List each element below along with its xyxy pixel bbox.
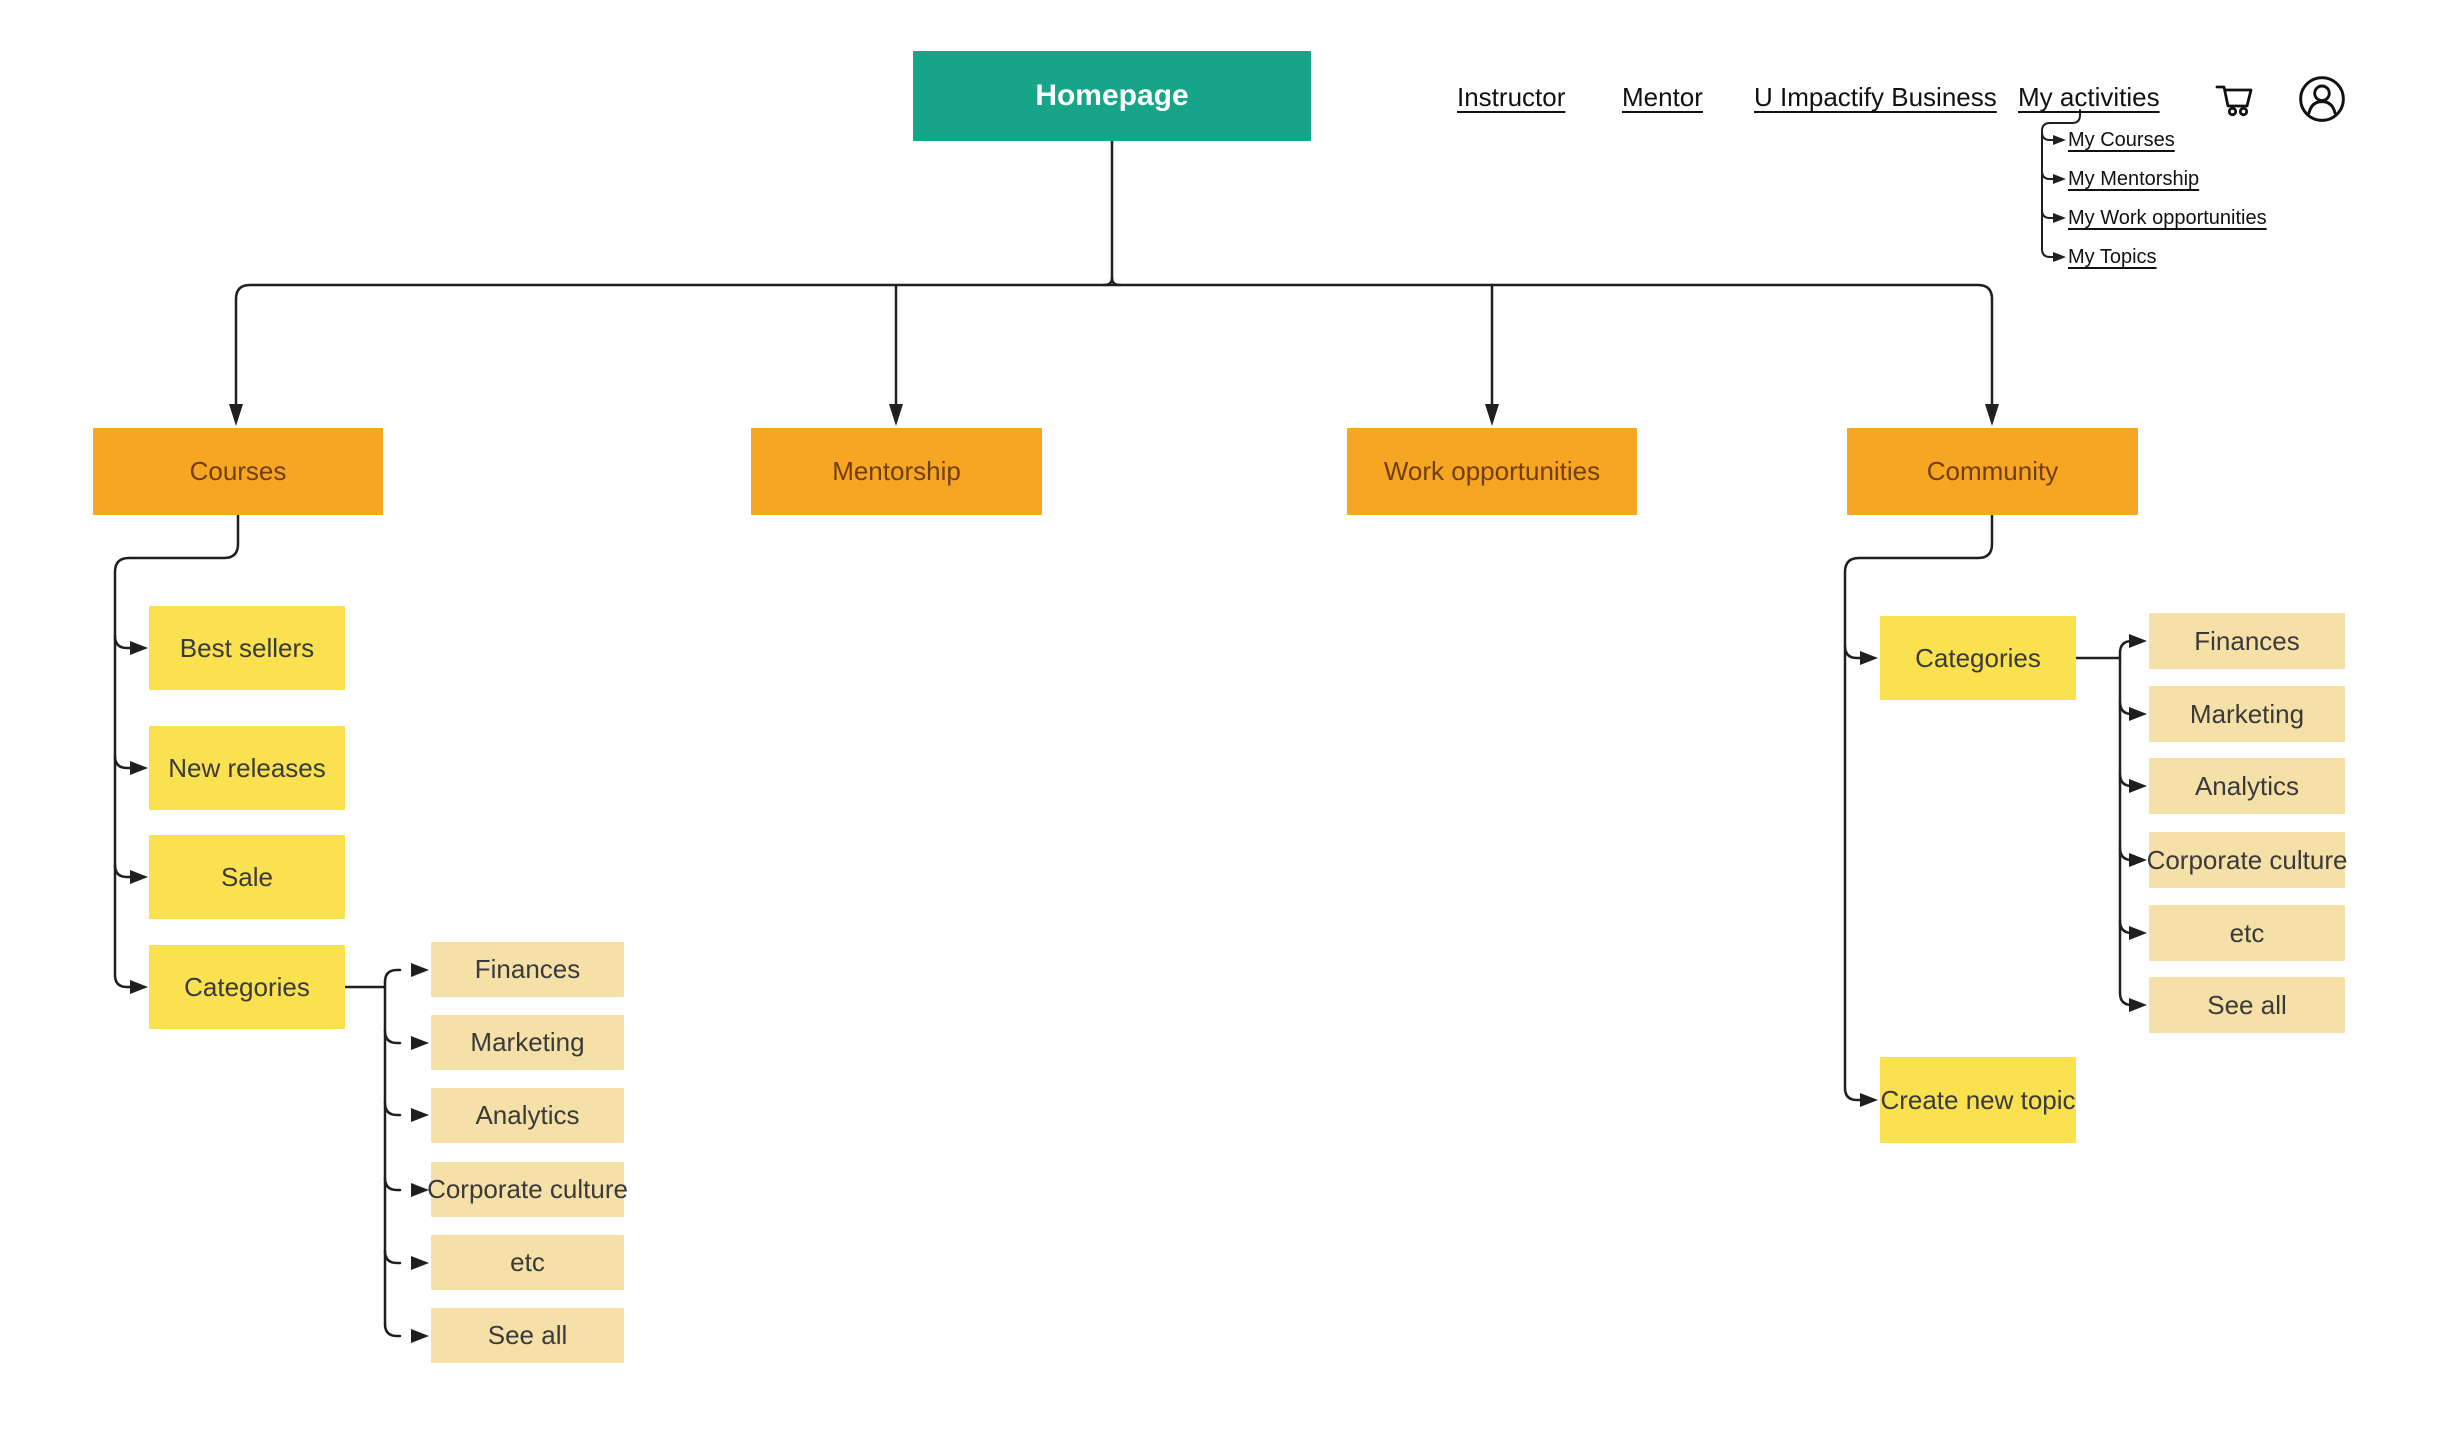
arrowhead-right [1860,1093,1878,1107]
node-homepage[interactable]: Homepage [913,51,1311,141]
connector [113,754,133,770]
node-see-all-courses[interactable]: See all [431,1308,624,1363]
arrowhead-right [130,641,148,655]
connector [2041,131,2054,141]
arrowhead-right [130,980,148,994]
node-sale[interactable]: Sale [149,835,345,919]
node-mentorship[interactable]: Mentorship [751,428,1042,515]
connector [2118,639,2135,655]
node-marketing-courses[interactable]: Marketing [431,1015,624,1070]
nav-link-instructor[interactable]: Instructor [1457,82,1566,112]
arrowhead-right [2129,926,2147,940]
connector [2118,700,2135,716]
node-finances-courses[interactable]: Finances [431,942,624,997]
arrowhead-right [2053,135,2066,145]
arrowhead-right [411,1256,429,1270]
connector [383,1101,402,1117]
node-see-all-community[interactable]: See all [2149,977,2345,1033]
arrowhead-down [889,404,903,426]
submenu-link-my-mentorship[interactable]: My Mentorship [2068,168,2200,190]
node-etc-courses[interactable]: etc [431,1235,624,1290]
arrowhead-right [2129,779,2147,793]
arrowhead-right [130,870,148,884]
submenu-link-my-courses[interactable]: My Courses [2068,129,2175,151]
arrowhead-right [1860,651,1878,665]
node-community[interactable]: Community [1847,428,2138,515]
connector [1110,276,1122,287]
submenu-link-my-work-opportunities[interactable]: My Work opportunities [2068,207,2267,229]
nav-link-u-impactify-business[interactable]: U Impactify Business [1754,82,1997,112]
connector [234,283,1994,301]
arrowhead-down [1985,404,1999,426]
node-etc-community[interactable]: etc [2149,905,2345,961]
arrowhead-right [411,1329,429,1343]
node-create-new-topic[interactable]: Create new topic [1880,1057,2076,1143]
connector [2118,772,2135,788]
submenu-link-my-topics[interactable]: My Topics [2068,246,2157,268]
arrowhead-right [2129,634,2147,648]
connector [2118,991,2135,1007]
node-new-releases[interactable]: New releases [149,726,345,810]
arrowhead-right [411,963,429,977]
node-corporate-culture-courses[interactable]: Corporate culture [427,1162,628,1217]
connector [383,1249,402,1265]
arrowhead-right [2129,998,2147,1012]
node-categories-community[interactable]: Categories [1880,616,2076,700]
connector [2041,209,2054,219]
node-work-opportunities[interactable]: Work opportunities [1347,428,1637,515]
node-best-sellers[interactable]: Best sellers [149,606,345,690]
connector [2041,170,2054,180]
node-categories-courses[interactable]: Categories [149,945,345,1029]
node-finances-community[interactable]: Finances [2149,613,2345,669]
connector [2118,919,2135,935]
arrowhead-down [229,404,243,426]
arrowhead-right [411,1036,429,1050]
arrowhead-right [2053,252,2066,262]
connector [383,1322,402,1338]
cart-icon[interactable] [2213,76,2261,129]
arrowhead-right [130,761,148,775]
node-analytics-community[interactable]: Analytics [2149,758,2345,814]
connector [2118,846,2135,862]
connector [383,1029,402,1045]
connector [1843,513,1994,1102]
arrowhead-down [1485,404,1499,426]
connector [113,634,133,650]
node-courses[interactable]: Courses [93,428,383,515]
connector [1102,276,1114,287]
connector [383,1176,402,1192]
arrowhead-right [2053,174,2066,184]
arrowhead-right [411,1108,429,1122]
node-marketing-community[interactable]: Marketing [2149,686,2345,742]
arrowhead-right [2129,853,2147,867]
profile-icon[interactable] [2297,74,2347,129]
node-analytics-courses[interactable]: Analytics [431,1088,624,1143]
connector [113,863,133,879]
arrowhead-right [2129,707,2147,721]
arrowhead-right [2053,213,2066,223]
connector [1843,644,1862,660]
nav-link-my-activities[interactable]: My activities [2018,82,2160,112]
node-corporate-culture-community[interactable]: Corporate culture [2147,832,2347,888]
nav-link-mentor[interactable]: Mentor [1622,82,1703,112]
connector [383,968,402,984]
